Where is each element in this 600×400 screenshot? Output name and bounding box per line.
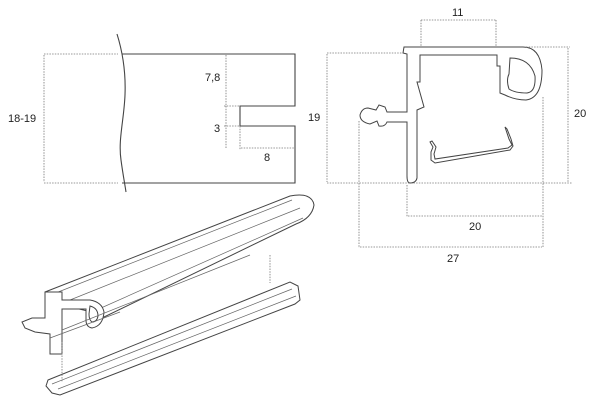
profile-pocket	[507, 57, 536, 94]
inner-width-label: 20	[469, 221, 481, 233]
panel-outline	[122, 53, 296, 184]
profile-3d-view	[21, 194, 315, 396]
break-line	[116, 33, 127, 193]
total-width-label: 27	[447, 253, 459, 265]
height-label: 18-19	[8, 113, 36, 125]
profile-section: 11 19 20 20 27	[308, 7, 586, 265]
profile-end-face	[21, 291, 105, 355]
clip-extrusion	[45, 281, 301, 396]
left-height-label: 19	[308, 112, 320, 124]
clip-insert	[429, 126, 514, 164]
right-height-label: 20	[574, 108, 586, 120]
groove-offset-label: 7,8	[205, 72, 220, 84]
top-width-label: 11	[452, 7, 463, 19]
groove-depth-label: 8	[264, 152, 270, 164]
groove-width-label: 3	[214, 123, 220, 135]
panel-section: 18-19 7,8 3 8	[8, 33, 296, 193]
